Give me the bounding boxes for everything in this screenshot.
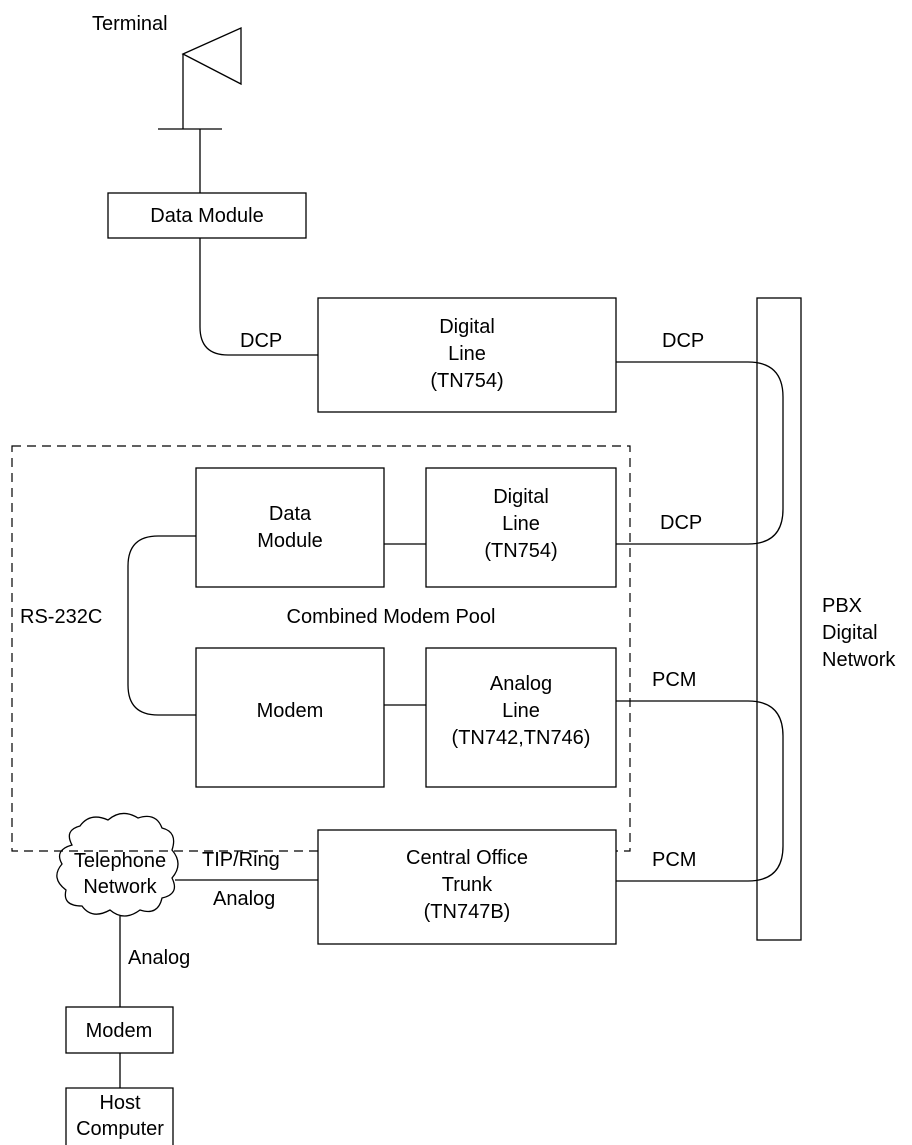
pcm-lower-label: PCM xyxy=(652,849,696,871)
pool-modem-box xyxy=(195,647,385,788)
analog-mid-label: Analog xyxy=(213,888,275,910)
dcp-right-top-label: DCP xyxy=(662,330,704,352)
pbx-label-line1: PBX xyxy=(822,595,862,617)
digital-line-2-line2: Line xyxy=(502,513,540,535)
digital-line-2-line1: Digital xyxy=(493,486,549,508)
data-module-to-digital-line-wire xyxy=(199,238,318,356)
host-computer-box xyxy=(65,1087,174,1145)
digital-line-1-box xyxy=(317,297,617,413)
analog-line-line2: Line xyxy=(502,700,540,722)
digital-line-1-line2: Line xyxy=(448,343,486,365)
pbx-label-line3: Network xyxy=(822,649,896,671)
rs232c-label: RS-232C xyxy=(20,606,102,628)
pool-modem-label: Modem xyxy=(257,700,324,722)
digital-line-2-line3: (TN754) xyxy=(484,540,557,562)
data-module-box xyxy=(107,192,307,239)
modem-box xyxy=(65,1006,174,1054)
tip-ring-label: TIP/Ring xyxy=(202,849,280,871)
telephone-network-cloud xyxy=(56,812,179,917)
analog-line-line3: (TN742,TN746) xyxy=(452,727,591,749)
central-office-trunk-line2: Trunk xyxy=(442,874,493,896)
data-module-label: Data Module xyxy=(150,205,263,227)
host-computer-line2: Computer xyxy=(76,1118,164,1140)
pool-data-module-box xyxy=(195,467,385,588)
central-office-trunk-line1: Central Office xyxy=(406,847,528,869)
host-computer-line1: Host xyxy=(99,1092,141,1114)
combined-modem-pool-label: Combined Modem Pool xyxy=(287,606,496,628)
digital-line-1-line3: (TN754) xyxy=(430,370,503,392)
digital-line-2-box xyxy=(425,467,617,588)
telephone-network-line1: Telephone xyxy=(74,850,166,872)
digital-line-1-line1: Digital xyxy=(439,316,495,338)
dcp-loop-wire xyxy=(616,361,784,545)
combined-modem-pool-boundary xyxy=(11,445,631,852)
pbx-label-line2: Digital xyxy=(822,622,878,644)
pcm-upper-label: PCM xyxy=(652,669,696,691)
analog-line-line1: Analog xyxy=(490,673,552,695)
modem-label: Modem xyxy=(86,1020,153,1042)
central-office-trunk-line3: (TN747B) xyxy=(424,901,511,923)
analog-low-label: Analog xyxy=(128,947,190,969)
dcp-right-mid-label: DCP xyxy=(660,512,702,534)
telephone-network-line2: Network xyxy=(83,876,157,898)
pcm-loop-wire xyxy=(616,700,784,882)
pool-data-module-line2: Module xyxy=(257,530,323,552)
dcp-left-label: DCP xyxy=(240,330,282,352)
terminal-label: Terminal xyxy=(92,13,168,35)
rs232c-wire xyxy=(127,535,196,716)
central-office-trunk-box xyxy=(317,829,617,945)
terminal-symbol xyxy=(158,26,242,130)
pbx-digital-network-bar xyxy=(756,297,802,941)
pool-data-module-line1: Data xyxy=(269,503,312,525)
analog-line-box xyxy=(425,647,617,788)
